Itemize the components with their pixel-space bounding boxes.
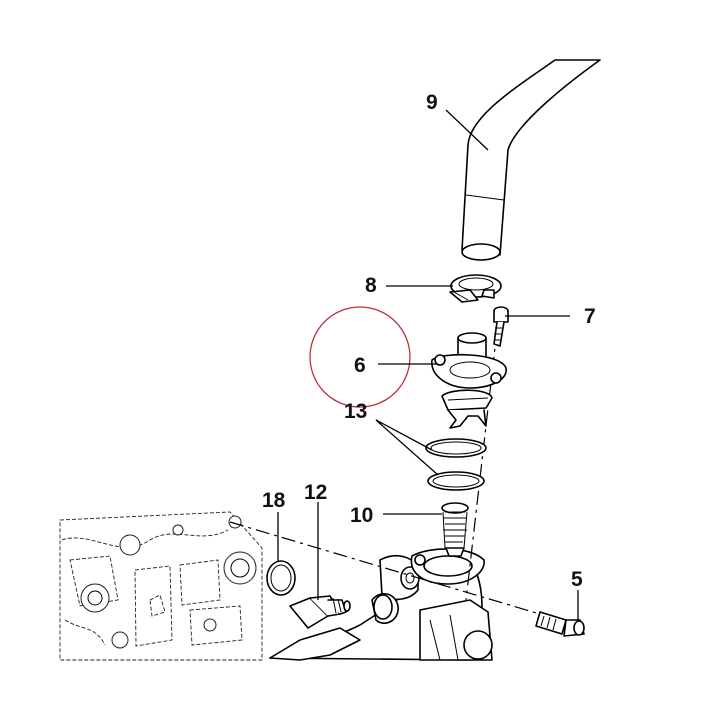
small-bolt xyxy=(493,306,509,347)
callout-10: 10 xyxy=(350,504,373,527)
leader-lines xyxy=(277,109,579,622)
highlight-circle xyxy=(309,306,411,408)
assembly-axes xyxy=(229,329,561,621)
coolant-pipe xyxy=(269,554,493,661)
hose xyxy=(461,59,601,261)
callout-7: 7 xyxy=(584,305,596,328)
callout-5: 5 xyxy=(571,568,583,591)
temperature-sensor xyxy=(289,595,351,629)
thermostat xyxy=(431,332,507,429)
ring-seal xyxy=(266,560,296,596)
callout-8: 8 xyxy=(365,274,377,297)
callout-6: 6 xyxy=(354,354,366,377)
callout-13: 13 xyxy=(344,400,367,423)
engine-block xyxy=(59,511,263,661)
callout-18: 18 xyxy=(262,489,286,512)
callout-9: 9 xyxy=(426,91,438,114)
callout-12: 12 xyxy=(304,481,327,504)
o-rings xyxy=(425,438,487,491)
thermostat-housing-flange xyxy=(410,548,485,585)
hose-clamp xyxy=(449,274,502,303)
long-bolt xyxy=(535,611,585,637)
spring-valve xyxy=(441,502,469,557)
callouts: 9 8 7 6 13 18 12 10 5 xyxy=(262,91,596,591)
